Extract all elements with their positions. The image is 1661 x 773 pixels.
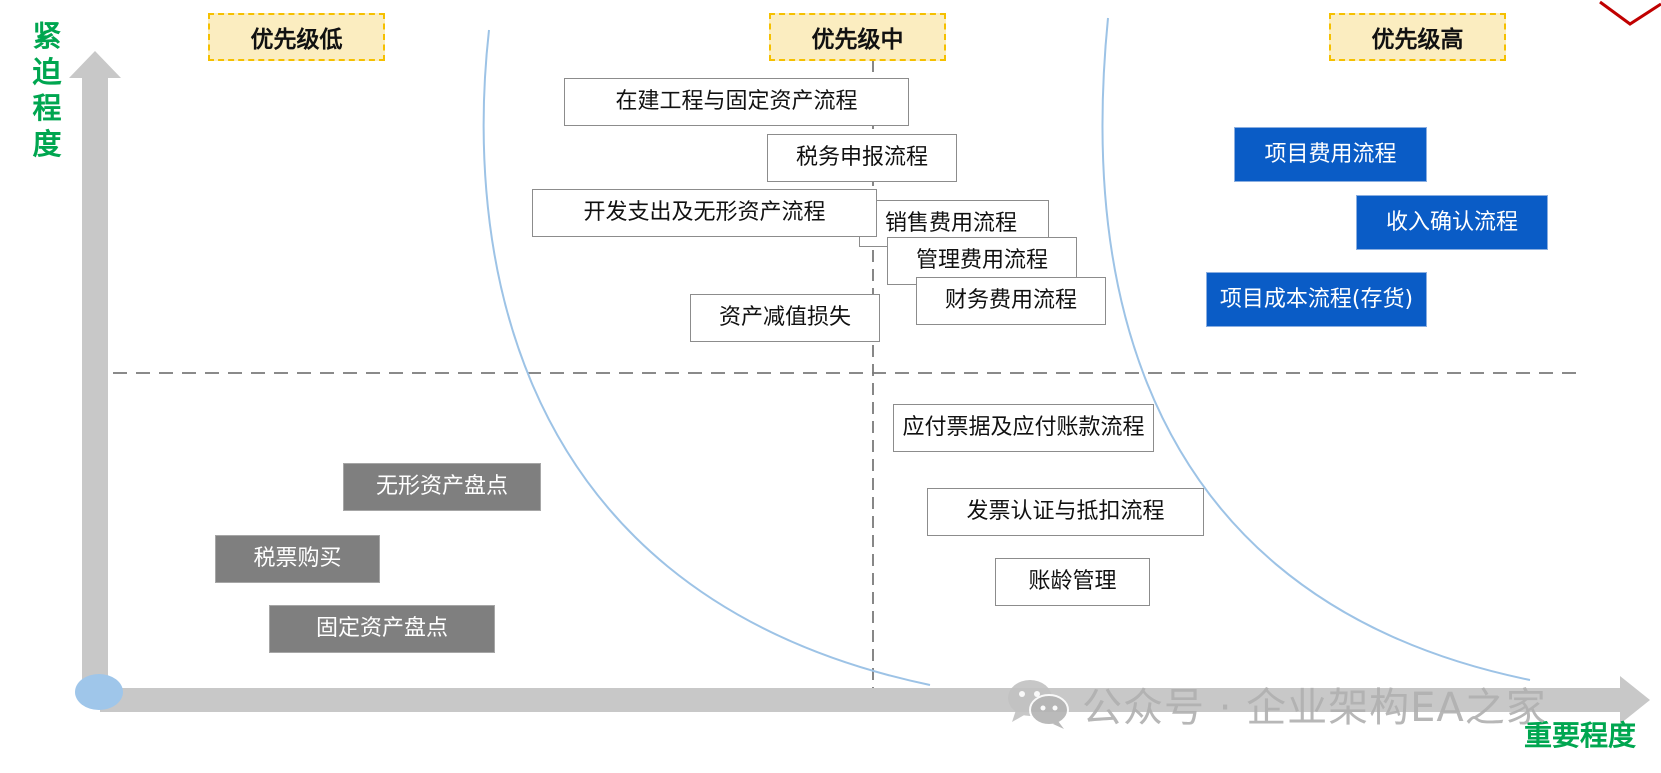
y-axis-title: 紧迫程度 bbox=[32, 19, 62, 161]
x-axis-title: 重要程度 bbox=[1524, 719, 1637, 752]
wechat-icon bbox=[1008, 680, 1069, 729]
watermark: 公众号 · 企业架构EA之家 bbox=[1006, 676, 1547, 732]
box-aging-management: 账龄管理 bbox=[995, 558, 1150, 606]
box-project-cost: 项目成本流程(存货) bbox=[1206, 272, 1427, 327]
box-finance-expense: 财务费用流程 bbox=[916, 277, 1106, 325]
header-priority-mid: 优先级中 bbox=[769, 13, 946, 61]
header-priority-low: 优先级低 bbox=[208, 13, 385, 61]
box-revenue-recognition: 收入确认流程 bbox=[1356, 195, 1548, 250]
corner-check-mark bbox=[1599, 0, 1661, 26]
box-fixed-asset-inventory: 固定资产盘点 bbox=[269, 605, 495, 653]
box-project-expense: 项目费用流程 bbox=[1234, 127, 1427, 182]
box-tax-declaration: 税务申报流程 bbox=[767, 134, 957, 182]
box-intangible-inventory: 无形资产盘点 bbox=[343, 463, 541, 511]
box-asset-impairment: 资产减值损失 bbox=[690, 294, 880, 342]
box-payables: 应付票据及应付账款流程 bbox=[893, 404, 1154, 452]
x-axis-bar bbox=[100, 688, 1625, 712]
zone-curve-right bbox=[1101, 17, 1531, 681]
y-axis-arrowhead bbox=[69, 51, 121, 78]
watermark-text: 公众号 · 企业架构EA之家 bbox=[1082, 685, 1547, 731]
box-construction-fixed-assets: 在建工程与固定资产流程 bbox=[564, 78, 909, 126]
zone-curve-left bbox=[482, 29, 931, 686]
box-tax-stamp-purchase: 税票购买 bbox=[215, 535, 380, 583]
y-axis-bar bbox=[82, 76, 108, 694]
box-invoice-certification: 发票认证与抵扣流程 bbox=[927, 488, 1204, 536]
header-priority-high: 优先级高 bbox=[1329, 13, 1506, 61]
origin-dot bbox=[75, 674, 123, 710]
box-dev-intangible: 开发支出及无形资产流程 bbox=[532, 189, 877, 237]
x-axis-arrowhead bbox=[1620, 676, 1650, 724]
